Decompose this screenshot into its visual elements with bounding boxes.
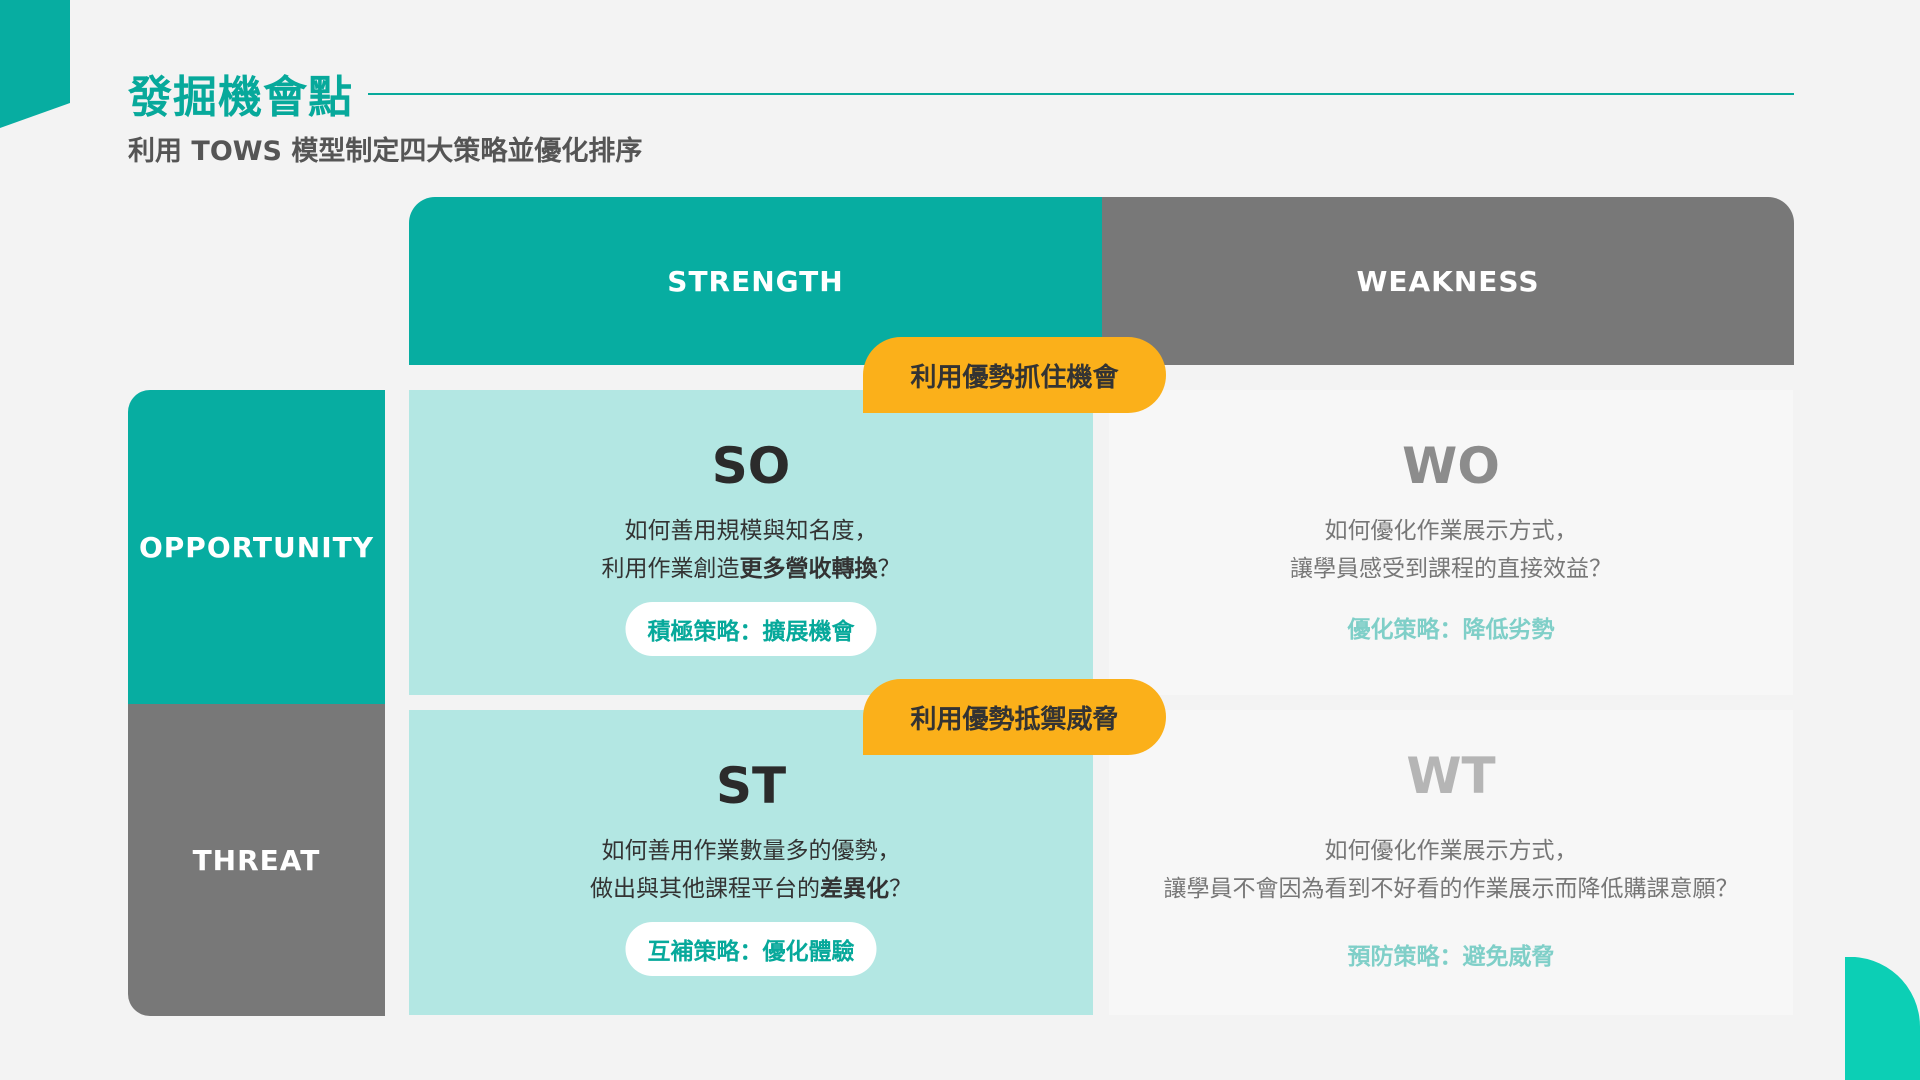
row-label-opportunity: OPPORTUNITY: [138, 530, 374, 564]
description-line-1: 如何優化作業展示方式，: [1324, 838, 1578, 864]
strategy-pill-so: 積極策略：擴展機會: [625, 602, 877, 656]
row-header-opportunity: OPPORTUNITY: [128, 390, 385, 704]
description-line-1: 如何善用作業數量多的優勢，: [601, 838, 901, 864]
strategy-pill-st: 互補策略：優化體驗: [625, 922, 877, 976]
description-line-2: 做出與其他課程平台的差異化？: [409, 870, 1093, 908]
description-line-1: 如何優化作業展示方式，: [1324, 518, 1578, 544]
column-label-strength: STRENGTH: [667, 264, 844, 298]
quadrant-code-st: ST: [715, 757, 787, 815]
page-title: 發掘機會點: [128, 72, 353, 123]
row-header-threat: THREAT: [128, 704, 385, 1016]
row-label-threat: THREAT: [192, 843, 321, 877]
column-label-weakness: WEAKNESS: [1356, 264, 1540, 298]
title-divider: [368, 93, 1794, 95]
corner-decoration-bottom-right: [1845, 957, 1920, 1080]
column-header-weakness: WEAKNESS: [1102, 197, 1794, 365]
text: 做出與其他課程平台的: [590, 876, 820, 902]
quadrant-wo: WO 如何優化作業展示方式， 讓學員感受到課程的直接效益？ 優化策略：降低劣勢: [1109, 390, 1793, 695]
quadrant-so: SO 如何善用規模與知名度， 利用作業創造更多營收轉換？ 積極策略：擴展機會: [409, 390, 1093, 695]
description-line-2: 讓學員感受到課程的直接效益？: [1290, 556, 1612, 582]
column-header-strength: STRENGTH: [409, 197, 1102, 365]
quadrant-code-so: SO: [711, 437, 791, 495]
quadrant-description-wt: 如何優化作業展示方式， 讓學員不會因為看到不好看的作業展示而降低購課意願？: [1109, 832, 1793, 908]
strategy-label-wt: 預防策略：避免威脅: [1347, 944, 1555, 970]
quadrant-description-wo: 如何優化作業展示方式， 讓學員感受到課程的直接效益？: [1109, 512, 1793, 588]
emphasis-text: 更多營收轉換: [739, 556, 878, 582]
strategy-label-wo: 優化策略：降低劣勢: [1347, 617, 1555, 643]
callout-st: 利用優勢抵禦威脅: [863, 679, 1166, 755]
text: ？: [877, 556, 901, 582]
description-line-2: 讓學員不會因為看到不好看的作業展示而降低購課意願？: [1163, 876, 1739, 902]
corner-decoration-top-left: [0, 0, 70, 128]
quadrant-description-so: 如何善用規模與知名度， 利用作業創造更多營收轉換？: [409, 512, 1093, 588]
callout-so: 利用優勢抓住機會: [863, 337, 1166, 413]
quadrant-code-wo: WO: [1402, 437, 1500, 495]
quadrant-wt: WT 如何優化作業展示方式， 讓學員不會因為看到不好看的作業展示而降低購課意願？…: [1109, 710, 1793, 1015]
quadrant-st: ST 如何善用作業數量多的優勢， 做出與其他課程平台的差異化？ 互補策略：優化體…: [409, 710, 1093, 1015]
description-line-1: 如何善用規模與知名度，: [624, 518, 878, 544]
description-line-2: 利用作業創造更多營收轉換？: [409, 550, 1093, 588]
text: 利用作業創造: [601, 556, 740, 582]
quadrant-code-wt: WT: [1406, 747, 1496, 805]
text: ？: [889, 876, 912, 902]
quadrant-description-st: 如何善用作業數量多的優勢， 做出與其他課程平台的差異化？: [409, 832, 1093, 908]
emphasis-text: 差異化: [820, 876, 889, 902]
page-subtitle: 利用 TOWS 模型制定四大策略並優化排序: [128, 136, 643, 167]
